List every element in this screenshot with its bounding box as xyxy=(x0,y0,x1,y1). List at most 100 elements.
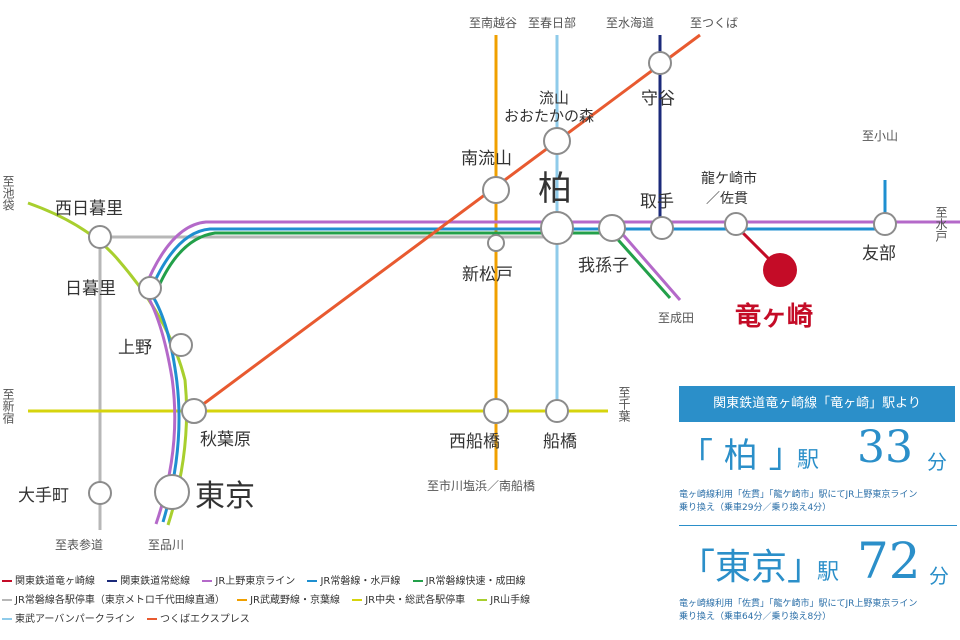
legend-label: JR常磐線快速・成田線 xyxy=(425,576,526,587)
legend-swatch xyxy=(2,599,12,601)
legend-label: 東武アーバンパークライン xyxy=(15,614,135,625)
label-ueno: 上野 xyxy=(118,338,152,358)
legend-item: JR常磐線快速・成田線 xyxy=(412,572,526,591)
line-joban-rapid xyxy=(156,231,672,299)
destination-kashiwa-note-1: 竜ヶ崎線利用「佐貫」「龍ケ崎市」駅にてJR上野東京ライン xyxy=(679,490,918,500)
legend-item: JR常磐線各駅停車（東京メトロ千代田線直通） xyxy=(2,591,225,610)
station-otemachi xyxy=(88,481,112,505)
legend-swatch xyxy=(2,618,12,620)
dir-shinjuku: 至新宿 xyxy=(1,388,15,424)
legend-label: 関東鉄道常総線 xyxy=(120,576,191,587)
station-abiko xyxy=(598,214,626,242)
station-tokyo xyxy=(154,474,190,510)
label-ryugasaki-shi-2: ／佐貫 xyxy=(706,191,748,207)
label-nishi-funabashi: 西船橋 xyxy=(449,432,500,452)
station-ueno xyxy=(169,333,193,357)
label-nishi-nippori: 西日暮里 xyxy=(55,199,123,219)
dir-ikebukuro: 至池袋 xyxy=(1,175,15,211)
destination-kashiwa-note: 竜ヶ崎線利用「佐貫」「龍ケ崎市」駅にてJR上野東京ライン 乗り換え（乗車29分／… xyxy=(679,489,960,515)
legend-swatch xyxy=(2,580,12,582)
legend-item: JR上野東京ライン xyxy=(202,572,295,591)
legend-swatch xyxy=(412,580,423,582)
label-ryugasaki: 竜ヶ崎 xyxy=(735,301,813,332)
legend-item: JR武蔵野線・京葉線 xyxy=(237,591,340,610)
destination-tokyo-note: 竜ヶ崎線利用「佐貫」「龍ケ崎市」駅にてJR上野東京ライン 乗り換え（乗車64分／… xyxy=(679,598,960,624)
legend-label: 関東鉄道竜ヶ崎線 xyxy=(15,576,95,587)
destination-kashiwa-unit: 分 xyxy=(927,450,947,474)
label-tomobe: 友部 xyxy=(862,244,896,264)
legend-swatch xyxy=(307,580,318,582)
dir-chiba: 至千葉 xyxy=(617,386,631,422)
line-legend: 関東鉄道竜ヶ崎線 関東鉄道常総線 JR上野東京ライン JR常磐線・水戸線 JR常… xyxy=(2,572,682,629)
legend-label: JR常磐線・水戸線 xyxy=(320,576,401,587)
label-abiko: 我孫子 xyxy=(578,256,629,276)
label-tokyo: 東京 xyxy=(195,479,255,514)
label-moriya: 守谷 xyxy=(641,89,675,109)
station-kashiwa xyxy=(540,211,574,245)
label-nagareyama-1: 流山 xyxy=(539,89,569,107)
legend-item: つくばエクスプレス xyxy=(147,610,250,629)
label-nagareyama-2: おおたかの森 xyxy=(504,107,594,125)
label-nippori: 日暮里 xyxy=(65,279,116,299)
dir-mitsukaido: 至水海道 xyxy=(606,15,654,30)
legend-swatch xyxy=(352,599,363,601)
dir-tsukuba: 至つくば xyxy=(690,16,738,30)
station-nippori xyxy=(138,276,162,300)
line-tsukuba-express xyxy=(193,33,701,413)
destination-kashiwa: 「 柏 」 駅 33 分 xyxy=(679,422,960,478)
station-ryugasaki xyxy=(763,253,797,287)
legend-label: JR常磐線各駅停車（東京メトロ千代田線直通） xyxy=(15,595,225,606)
dir-mito: 至水戸 xyxy=(934,206,948,243)
dir-oyama: 至小山 xyxy=(862,129,898,143)
destination-tokyo-name: 「東京」 xyxy=(679,547,824,588)
station-akihabara xyxy=(181,398,207,424)
dir-kasukabe: 至春日部 xyxy=(528,15,576,30)
station-toride xyxy=(650,216,674,240)
line-ueno-tokyo xyxy=(142,220,960,525)
station-tomobe xyxy=(873,212,897,236)
line-joban-mito xyxy=(148,180,887,523)
legend-item: 東武アーバンパークライン xyxy=(2,610,135,629)
dir-minami-koshigaya: 至南越谷 xyxy=(469,15,517,30)
legend-label: JR上野東京ライン xyxy=(215,576,296,587)
label-shin-matsudo: 新松戸 xyxy=(462,265,513,285)
station-minami-nagareyama xyxy=(482,176,510,204)
station-shin-matsudo xyxy=(487,234,505,252)
legend-item: 関東鉄道竜ヶ崎線 xyxy=(2,572,95,591)
legend-item: JR常磐線・水戸線 xyxy=(307,572,400,591)
station-nishi-funabashi xyxy=(483,398,509,424)
destination-tokyo-minutes: 72 xyxy=(857,532,921,590)
destination-kashiwa-note-2: 乗り換え（乗車29分／乗り換え4分） xyxy=(679,503,832,513)
station-nagareyama xyxy=(543,127,571,155)
destination-tokyo-note-1: 竜ヶ崎線利用「佐貫」「龍ケ崎市」駅にてJR上野東京ライン xyxy=(679,599,918,609)
label-otemachi: 大手町 xyxy=(18,486,69,506)
label-funabashi: 船橋 xyxy=(543,432,577,452)
label-kashiwa: 柏 xyxy=(538,169,572,209)
destination-tokyo-note-2: 乗り換え（乗車64分／乗り換え8分） xyxy=(679,612,832,622)
destination-tokyo: 「東京」 駅 72 分 xyxy=(679,532,960,594)
destination-tokyo-eki: 駅 xyxy=(817,560,840,585)
label-minami-nagareyama: 南流山 xyxy=(461,149,512,169)
legend-swatch xyxy=(202,580,213,582)
dir-omotesando: 至表参道 xyxy=(55,537,103,552)
legend-label: つくばエクスプレス xyxy=(160,614,250,625)
legend-label: JR山手線 xyxy=(490,595,531,606)
legend-item: 関東鉄道常総線 xyxy=(107,572,190,591)
label-ryugasaki-shi-1: 龍ケ崎市 xyxy=(701,170,757,187)
label-akihabara: 秋葉原 xyxy=(200,430,251,450)
destination-kashiwa-eki: 駅 xyxy=(797,448,820,473)
legend-swatch xyxy=(107,580,118,582)
dir-narita: 至成田 xyxy=(658,311,694,325)
station-moriya xyxy=(648,51,672,75)
info-header: 関東鉄道竜ヶ崎線「竜ヶ崎」駅より xyxy=(679,386,955,422)
legend-swatch xyxy=(147,618,157,620)
legend-item: JR山手線 xyxy=(477,591,530,610)
legend-item: JR中央・総武各駅停車 xyxy=(352,591,465,610)
label-toride: 取手 xyxy=(640,192,674,212)
station-ryugasaki-shi xyxy=(724,212,748,236)
dir-shinagawa: 至品川 xyxy=(148,538,184,552)
destination-kashiwa-minutes: 33 xyxy=(857,422,913,473)
legend-label: JR中央・総武各駅停車 xyxy=(365,595,466,606)
legend-swatch xyxy=(237,599,248,601)
